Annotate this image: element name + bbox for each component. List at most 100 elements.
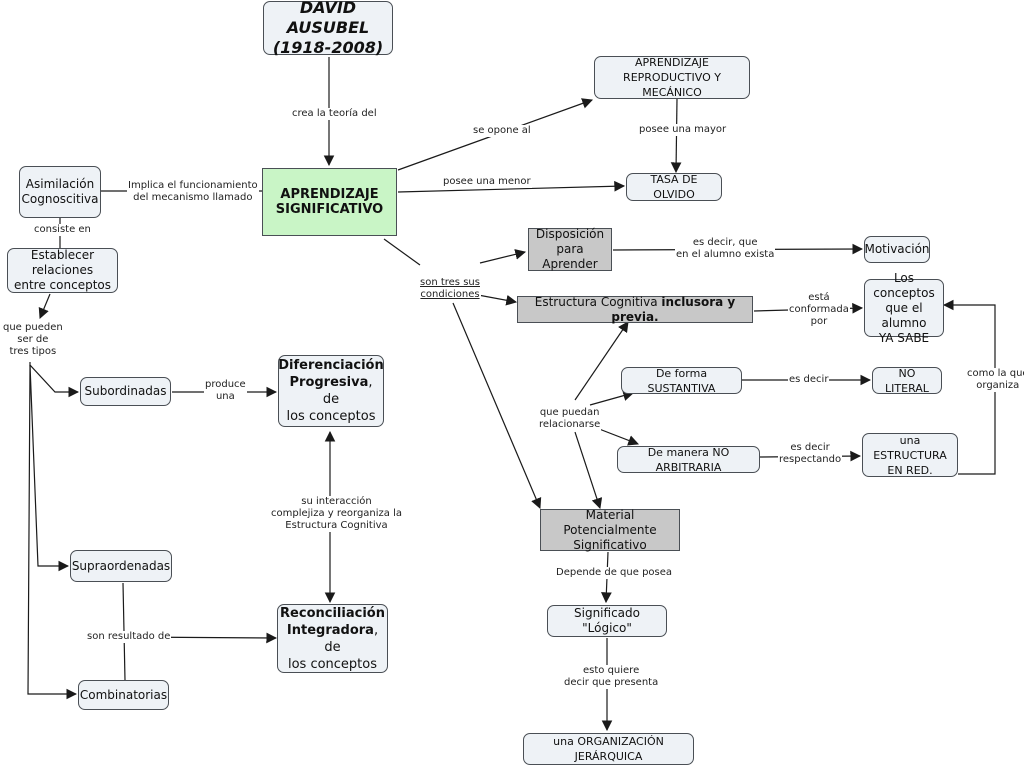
label-organiza: como la que organiza	[966, 368, 1024, 392]
label-relacionarse-2: relacionarse	[539, 419, 601, 430]
label-quiere: esto quiere decir que presenta	[563, 665, 660, 689]
node-asimilacion[interactable]: Asimilación Cognoscitiva	[19, 166, 101, 218]
reconciliacion-rest2: , de	[324, 622, 379, 655]
edge-condiciones-material	[452, 302, 542, 509]
label-esdecir-2: en el alumno exista	[676, 249, 775, 260]
label-conformada-1: está	[808, 292, 830, 303]
node-combinatorias[interactable]: Combinatorias	[78, 680, 169, 710]
material-line2: Significativo	[573, 537, 647, 552]
label-quiere-2: decir que presenta	[564, 677, 659, 688]
red-line1: una ESTRUCTURA	[873, 433, 947, 462]
label-relacionarse-1: que puedan	[539, 407, 600, 418]
ausubel-years: (1918-2008)	[272, 38, 384, 57]
establecer-line1: Establecer relaciones	[30, 248, 95, 277]
label-pueden: que pueden ser de tres tipos	[2, 322, 64, 358]
label-interaccion: su interacción complejiza y reorganiza l…	[270, 496, 403, 532]
node-no-arbitraria[interactable]: De manera NO ARBITRARIA	[617, 446, 760, 474]
reconciliacion-line2: Integradora, de	[283, 622, 382, 656]
aprendizaje-line2: SIGNIFICATIVO	[275, 202, 384, 217]
label-pueden-2: ser de	[17, 334, 49, 345]
label-produce-1: produce	[205, 379, 246, 390]
label-esdecir-exista: es decir, que en el alumno exista	[675, 237, 776, 261]
logico-text: Significado "Lógico"	[574, 606, 640, 635]
label-relacionarse: que puedan relacionarse	[538, 407, 602, 431]
estructura-text: Estructura Cognitiva inclusora y previa.	[523, 295, 747, 325]
label-crea: crea la teoría del	[291, 108, 378, 120]
node-aprendizaje-significativo[interactable]: APRENDIZAJE SIGNIFICATIVO	[262, 168, 397, 236]
sustantiva-text: De forma SUSTANTIVA	[647, 366, 716, 395]
subordinadas-text: Subordinadas	[84, 384, 167, 398]
node-reconciliacion-integradora[interactable]: Reconciliación Integradora, de los conce…	[277, 604, 388, 673]
label-interaccion-3: Estructura Cognitiva	[285, 520, 388, 531]
node-diferenciacion-progresiva[interactable]: Diferenciación Progresiva, de los concep…	[278, 355, 384, 427]
node-estructura-red[interactable]: una ESTRUCTURA EN RED.	[862, 433, 958, 477]
conceptos-line1: Los conceptos	[873, 270, 935, 300]
supraordenadas-text: Supraordenadas	[71, 558, 171, 573]
edge-establecer-tipos	[38, 293, 51, 319]
label-interaccion-2: complejiza y reorganiza la	[271, 508, 402, 519]
node-aprendizaje-reproductivo[interactable]: APRENDIZAJE REPRODUCTIVO Y MECÁNICO	[594, 56, 750, 99]
reproductivo-line1: APRENDIZAJE	[635, 56, 709, 69]
edge-relacionarse-sustantiva	[589, 390, 635, 406]
label-esdecir-literal: es decir	[788, 374, 830, 386]
label-organiza-2: organiza	[976, 380, 1020, 391]
node-no-literal[interactable]: NO LITERAL	[872, 367, 942, 395]
label-respectando: es decir respectando	[778, 442, 843, 466]
ausubel-name: DAVID AUSUBEL	[286, 0, 370, 37]
label-conformada-3: por	[810, 316, 828, 327]
node-organizacion-jerarquica[interactable]: una ORGANIZACIÓN JERÁRQUICA	[523, 733, 694, 765]
edge-aprendizaje-olvido	[397, 180, 626, 193]
jerarquica-text: una ORGANIZACIÓN JERÁRQUICA	[553, 735, 664, 763]
edge-tipos-subordinadas	[29, 362, 80, 398]
edge-relacionarse-estructura	[574, 321, 629, 401]
node-motivacion[interactable]: Motivación	[864, 236, 930, 263]
reconciliacion-bold2: Integradora	[286, 622, 374, 638]
conceptos-line2: que el alumno	[881, 300, 927, 330]
label-implica: Implica el funcionamiento del mecanismo …	[127, 180, 259, 204]
label-condiciones: son tres sus condiciones	[419, 277, 481, 301]
node-significado-logico[interactable]: Significado "Lógico"	[547, 605, 667, 637]
label-depende: Depende de que posea	[555, 567, 674, 579]
label-mayor: posee una mayor	[638, 124, 728, 136]
label-produce-2: una	[215, 391, 235, 402]
node-david-ausubel[interactable]: DAVID AUSUBEL (1918-2008)	[263, 0, 393, 57]
label-produce: produce una	[204, 379, 247, 403]
combinatorias-text: Combinatorias	[79, 687, 168, 702]
diferenciacion-line1: Diferenciación	[278, 358, 384, 373]
motivacion-text: Motivación	[864, 242, 930, 256]
label-respectando-1: es decir	[790, 442, 830, 453]
label-opone: se opone al	[472, 125, 532, 137]
edge-aprendizaje-condiciones	[383, 238, 421, 266]
label-pueden-3: tres tipos	[9, 346, 57, 357]
label-consiste: consiste en	[33, 224, 92, 236]
estructura-bold: inclusora y previa.	[611, 294, 736, 324]
disposicion-line2: para Aprender	[542, 242, 598, 271]
label-respectando-2: respectando	[779, 454, 842, 465]
reproductivo-line2: REPRODUCTIVO Y MECÁNICO	[623, 71, 721, 99]
node-supraordenadas[interactable]: Supraordenadas	[70, 550, 172, 582]
label-esdecir-1: es decir, que	[692, 237, 758, 248]
label-interaccion-1: su interacción	[301, 496, 372, 507]
node-establecer-relaciones[interactable]: Establecer relaciones entre conceptos	[7, 248, 118, 293]
node-estructura-cognitiva[interactable]: Estructura Cognitiva inclusora y previa.	[517, 295, 753, 325]
label-implica-2: del mecanismo llamado	[133, 192, 253, 203]
estructura-plain: Estructura Cognitiva	[534, 294, 662, 309]
label-quiere-1: esto quiere	[582, 665, 640, 676]
edge-tipos-supraordenadas	[29, 364, 70, 572]
establecer-line2: entre conceptos	[13, 278, 111, 292]
asimilacion-line1: Asimilación	[25, 177, 95, 191]
diferenciacion-rest2: , de	[322, 375, 373, 407]
edge-tipos-combinatorias	[27, 364, 78, 700]
node-conceptos-ya-sabe[interactable]: Los conceptos que el alumno YA SABE	[864, 271, 944, 345]
label-condiciones-2: condiciones	[420, 289, 480, 300]
node-disposicion[interactable]: Disposición para Aprender	[528, 227, 612, 271]
node-forma-sustantiva[interactable]: De forma SUSTANTIVA	[621, 366, 742, 395]
disposicion-line1: Disposición	[535, 227, 605, 241]
label-menor: posee una menor	[442, 176, 532, 188]
node-subordinadas[interactable]: Subordinadas	[80, 377, 171, 406]
node-tasa-olvido[interactable]: TASA DE OLVIDO	[626, 173, 722, 201]
diferenciacion-line3: los conceptos	[286, 409, 376, 424]
red-line2: EN RED.	[887, 463, 933, 477]
node-material-potencial[interactable]: Material Potencialmente Significativo	[540, 508, 680, 552]
label-organiza-1: como la que	[967, 368, 1024, 379]
